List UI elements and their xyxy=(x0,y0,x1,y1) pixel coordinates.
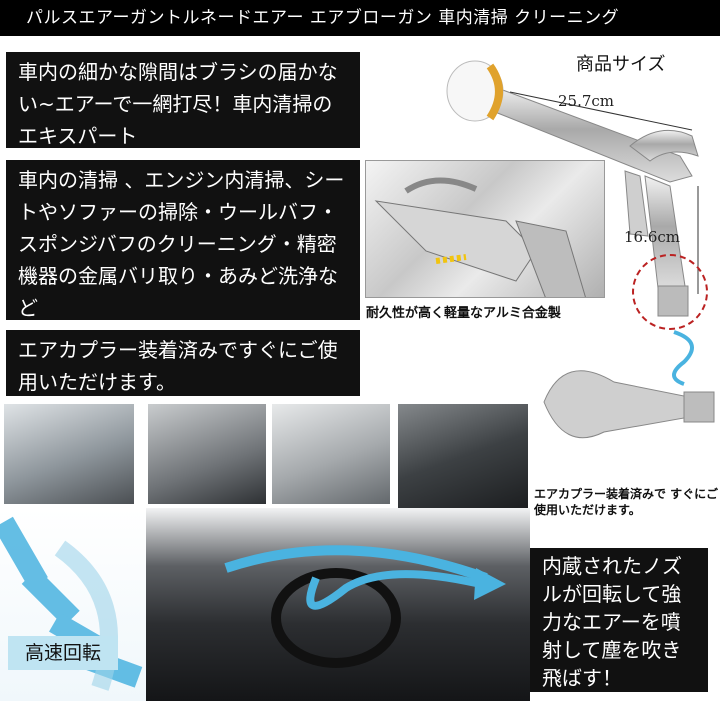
length-dimension: 25.7cm xyxy=(558,92,615,110)
coupler-caption: エアカプラー装着済みで すぐにご使用いただけます。 xyxy=(534,487,718,517)
car-seat-photo xyxy=(4,404,134,504)
high-speed-rotation-label: 高速回転 xyxy=(8,636,118,670)
trigger-closeup-photo xyxy=(365,160,605,298)
brush-head xyxy=(446,60,504,122)
feature-text-box-3: エアカプラー装着済みですぐにご使用いただけます。 xyxy=(6,330,360,396)
car-door-photo xyxy=(272,404,390,504)
feature-text-box-2: 車内の清掃 、エンジン内清掃、シートやソファーの掃除・ウールバフ・スポンジバフの… xyxy=(6,160,360,320)
height-dimension: 16.6cm xyxy=(624,228,681,246)
engine-photo xyxy=(398,404,528,508)
product-size-title: 商品サイズ xyxy=(576,54,666,75)
coupler-highlight-circle xyxy=(632,254,708,330)
car-interior-photo xyxy=(146,508,530,701)
feature-text-box-1: 車内の細かな隙間はブラシの届かない~エアーで一網打尽！車内清掃のエキスパート xyxy=(6,52,360,148)
page-title: パルスエアーガントルネードエアー エアブローガン 車内清掃 クリーニング xyxy=(0,0,720,36)
rotating-nozzle-illustration xyxy=(0,508,146,701)
aluminum-caption: 耐久性が高く軽量なアルミ合金製 xyxy=(366,306,561,321)
feature-text-box-4: 内蔵されたノズルが回転して強力なエアーを噴射して塵を吹き飛ばす！ xyxy=(530,548,708,692)
air-coupler-photo xyxy=(534,322,720,482)
car-floor-photo xyxy=(148,404,266,504)
